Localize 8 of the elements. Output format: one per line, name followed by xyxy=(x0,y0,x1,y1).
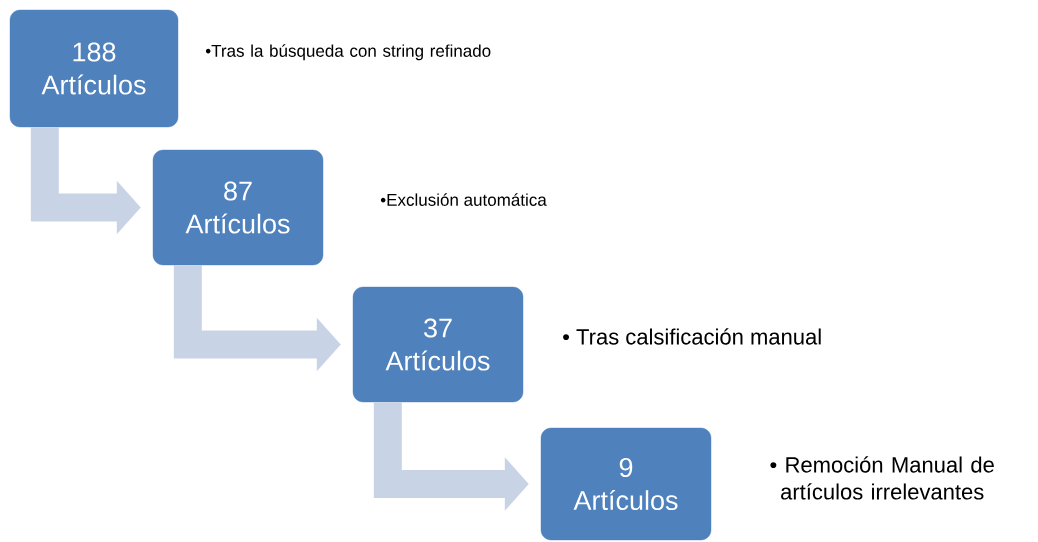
process-box: 188 Artículos xyxy=(9,9,179,128)
note-text: •Exclusión automática xyxy=(380,193,547,206)
process-box: 37 Artículos xyxy=(352,286,524,403)
note-text: • Tras calsificación manual xyxy=(563,328,821,345)
process-box: 9 Artículos xyxy=(540,427,712,541)
note-text: •Tras la búsqueda con string refinado xyxy=(205,44,491,61)
note-text: • Remoción Manual de artículos irrelevantes xyxy=(770,456,994,500)
process-box: 87 Artículos xyxy=(152,149,324,266)
